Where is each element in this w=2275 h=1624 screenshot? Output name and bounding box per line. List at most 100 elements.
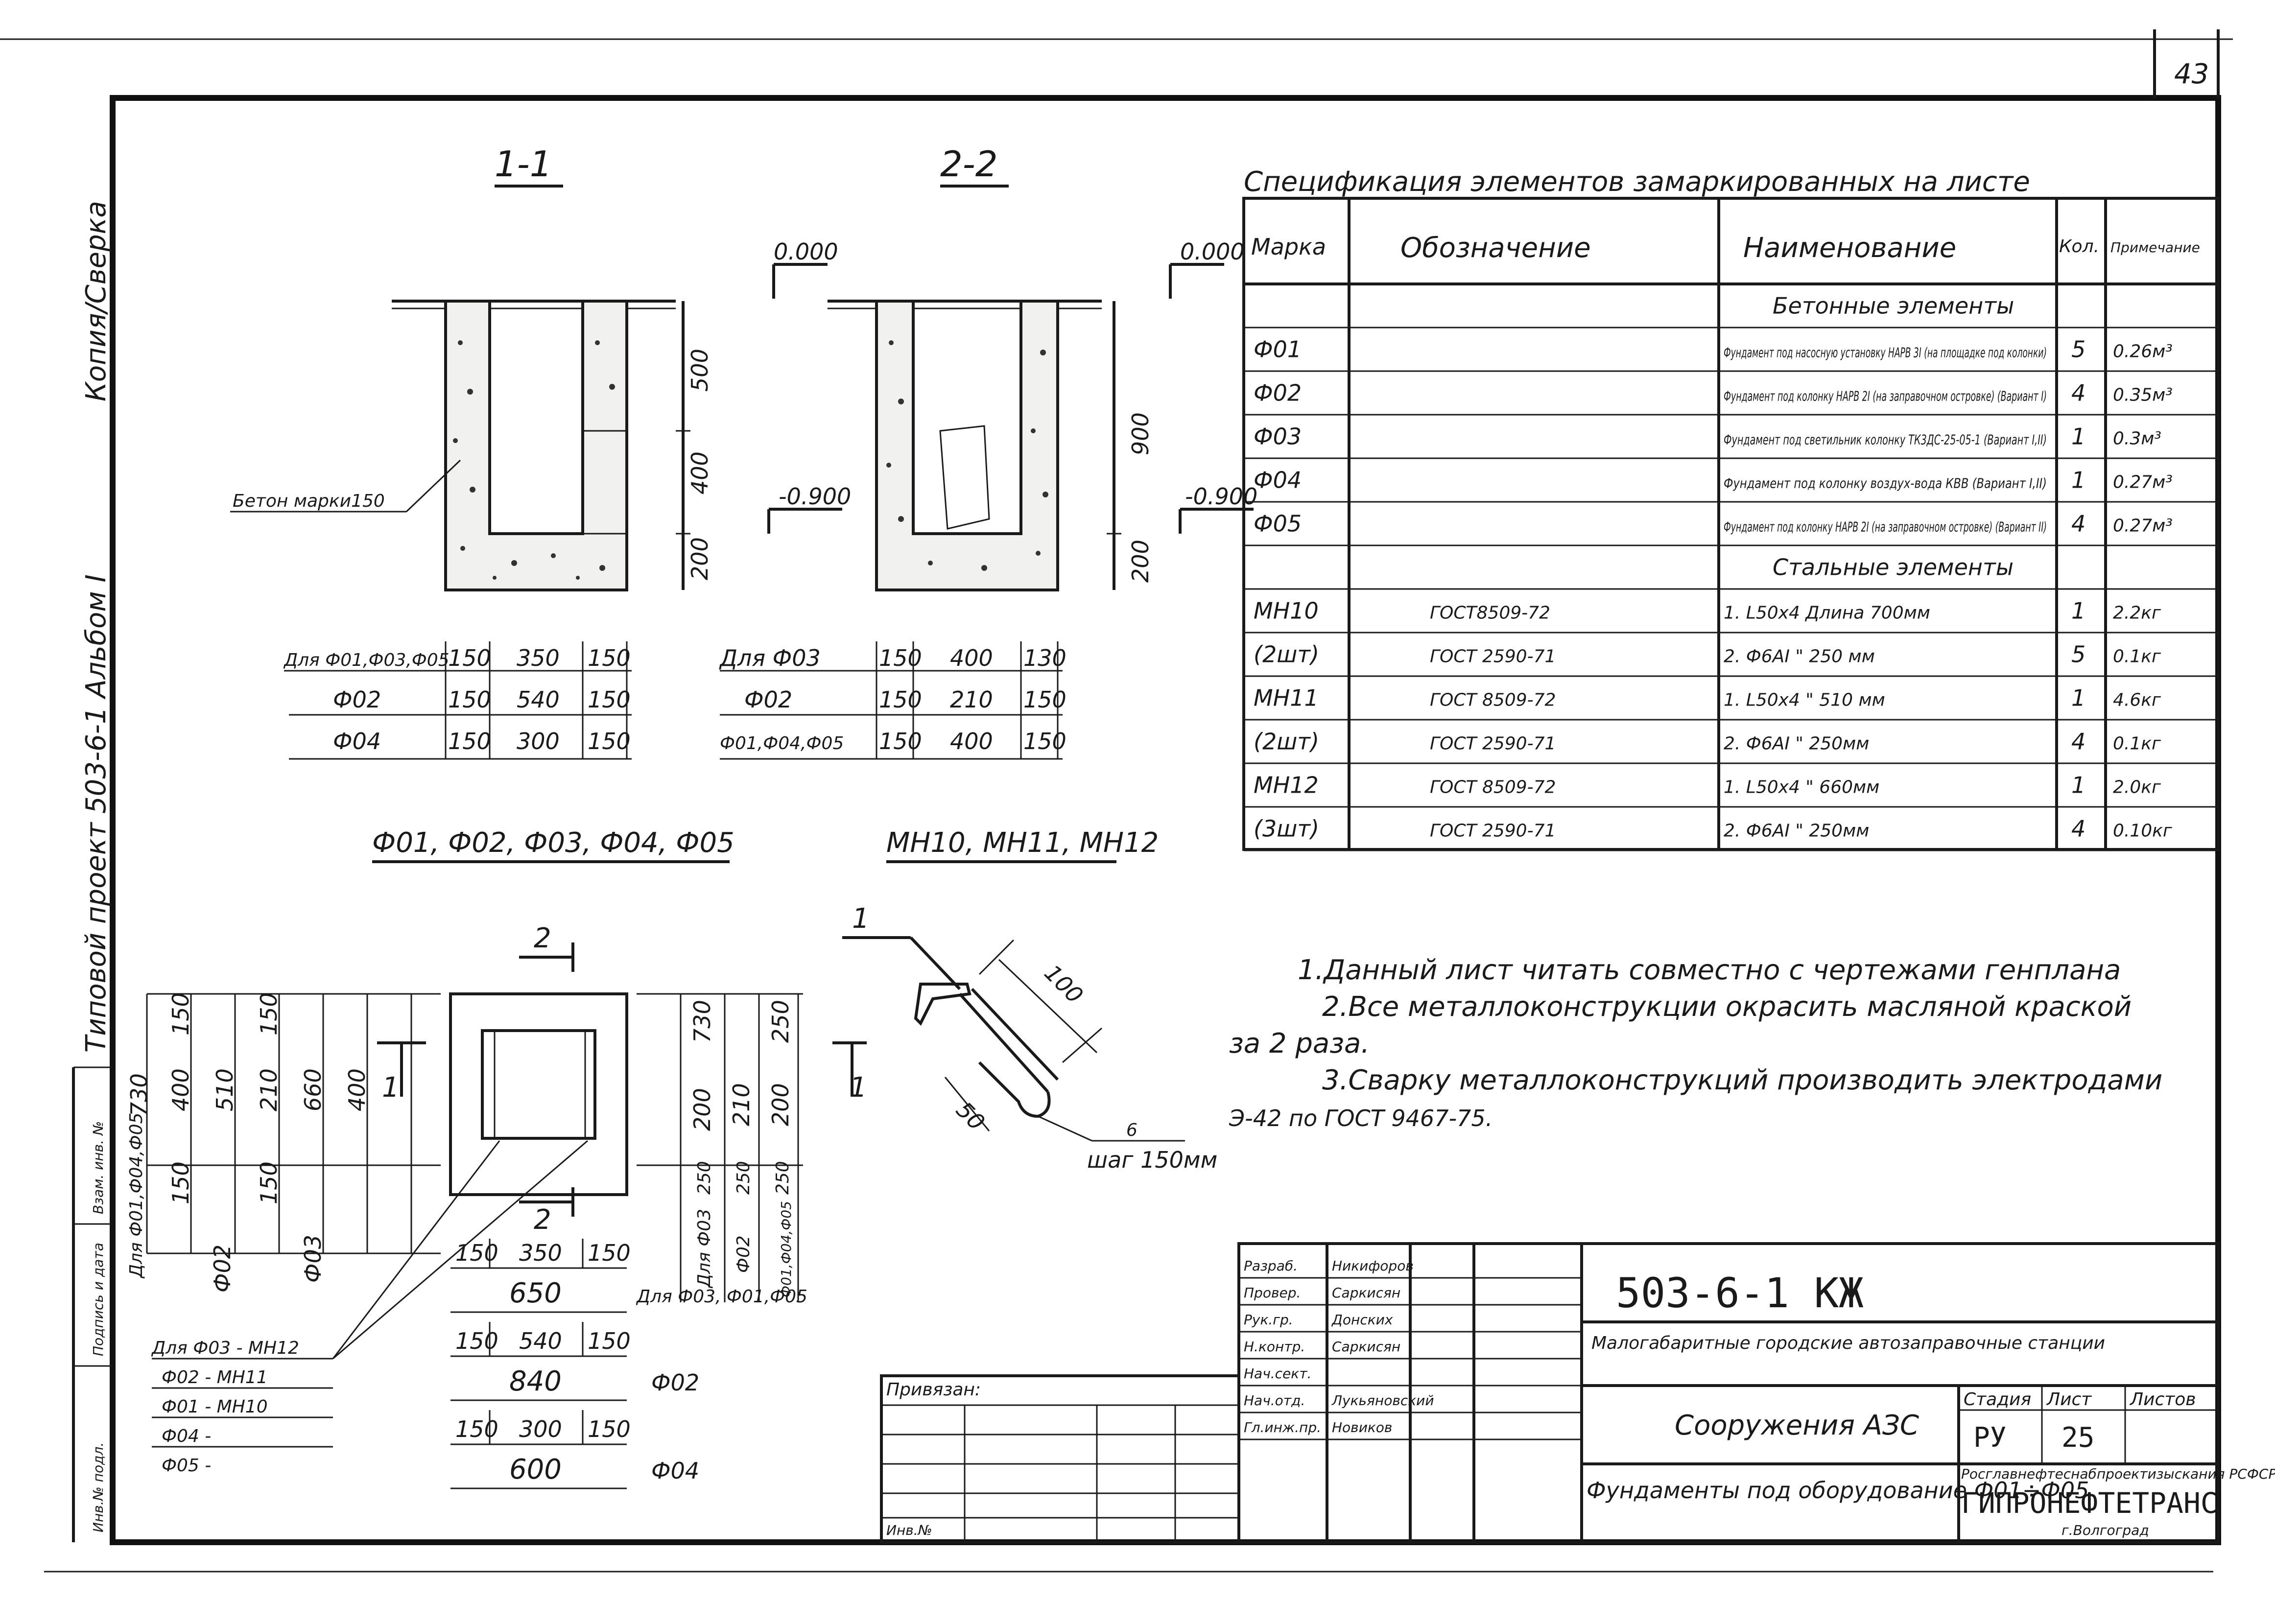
spec-qty-cell: 1 <box>2071 424 2085 450</box>
detail-dim-50: 50 <box>951 1097 990 1136</box>
s1-level-bottom: -0.900 <box>779 483 851 510</box>
spec-hdr-mark: Марка <box>1251 234 1326 260</box>
dt1-r3-label: Ф04 <box>333 728 381 754</box>
pl-b-r1-total: 650 <box>509 1277 562 1309</box>
note-2b: за 2 раза. <box>1229 1028 1370 1059</box>
plan-cut-2-bottom: 2 <box>534 1204 551 1236</box>
org-name: ГИПРОНЕФТЕТРАНС <box>1961 1486 2218 1520</box>
detail-dim-100: 100 <box>1039 960 1088 1009</box>
spec-hdr-qty: Кол. <box>2059 236 2099 257</box>
pl-left-400b: 400 <box>344 1068 370 1111</box>
spec-note-cell: 0.1кг <box>2113 647 2161 667</box>
building-name: Сооружения АЗС <box>1675 1410 1919 1441</box>
spec-name-cell: 1. L50x4 " 660мм <box>1724 777 1879 798</box>
pl-b-r3-c: 150 <box>588 1416 631 1442</box>
spec-name-cell: Стальные элементы <box>1773 554 2014 581</box>
stamp-person: Новиков <box>1332 1419 1392 1436</box>
sheet-header: Лист <box>2046 1389 2092 1410</box>
dt1-r1-label: Для Ф01,Ф03,Ф05 <box>283 650 450 670</box>
project-name: Малогабаритные городские автозаправочные… <box>1591 1333 2105 1353</box>
dt2-r2-c: 150 <box>1023 686 1066 713</box>
dt2-r2-b: 210 <box>950 686 993 713</box>
legend-4: Ф04 - <box>162 1426 211 1446</box>
pl-right-200: 200 <box>689 1088 715 1131</box>
spec-hdr-doc: Обозначение <box>1400 232 1591 264</box>
spec-doc-cell: ГОСТ 2590-71 <box>1430 647 1556 667</box>
plan-cut-1-left: 1 <box>382 1072 400 1104</box>
stamp-person: Донских <box>1331 1312 1393 1328</box>
stamp-role: Разраб. <box>1244 1258 1298 1274</box>
dt2-r3-label: Ф01,Ф04,Ф05 <box>720 733 844 753</box>
strip-box-3: Взам. инв. № <box>90 1121 106 1214</box>
copy-label: Копия/Сверка <box>80 201 112 401</box>
dt1-r1-c: 150 <box>588 645 631 671</box>
spec-qty-cell: 1 <box>2071 598 2085 624</box>
pl-b-r2-label: Ф02 <box>651 1369 699 1396</box>
plan-cut-2-top: 2 <box>534 922 551 954</box>
pl-right-210: 210 <box>728 1083 755 1126</box>
spec-doc-cell: ГОСТ 8509-72 <box>1430 777 1556 798</box>
dt2-r1-a: 150 <box>879 645 922 671</box>
stage-header: Стадия <box>1964 1389 2031 1410</box>
spec-qty-cell: 4 <box>2071 816 2085 842</box>
pl-right-label-3: Ф01,Ф04,Ф05 <box>778 1201 794 1297</box>
pl-right-730: 730 <box>689 1000 715 1043</box>
spec-note-cell: 0.35м³ <box>2113 385 2173 405</box>
spec-title: Спецификация элементов замаркированных н… <box>1244 166 2030 198</box>
spec-mark-cell: МН10 <box>1254 598 1319 624</box>
stamp-role: Гл.инж.пр. <box>1244 1419 1321 1436</box>
note-3: 3.Сварку металлоконструкций производить … <box>1322 1064 2162 1096</box>
s1-dim-500: 500 <box>687 349 713 392</box>
spec-name-cell: Фундамент под колонку воздух-вода КВВ (В… <box>1724 475 2047 492</box>
note-3b: Э-42 по ГОСТ 9467-75. <box>1229 1105 1493 1131</box>
spec-note-cell: 4.6кг <box>2113 690 2161 710</box>
pl-right-250c: 250 <box>773 1161 793 1195</box>
pl-left-510: 510 <box>212 1068 238 1111</box>
pl-left-150d: 150 <box>256 1161 282 1204</box>
dt2-r2-label: Ф02 <box>744 686 792 713</box>
section-1-1: 1-1 500 400 200 0.000 -0.900 Бетон марки… <box>230 143 851 591</box>
pl-right-250b: 250 <box>734 1161 754 1195</box>
strip-box-2: Подпись и дата <box>90 1243 106 1356</box>
spec-table: Спецификация элементов замаркированных н… <box>1242 166 2220 851</box>
concrete-label: Бетон марки150 <box>233 491 385 511</box>
pl-right-label-2: Ф02 <box>734 1235 754 1273</box>
pl-left-label-1: Для Ф01,Ф04,Ф05 <box>126 1112 146 1279</box>
pl-b-r2-a: 150 <box>455 1328 498 1354</box>
spec-name-cell: 2. Ф6АI " 250 мм <box>1724 647 1875 667</box>
page-number: 43 <box>2174 58 2209 90</box>
spec-qty-cell: 1 <box>2071 467 2085 494</box>
org-top: Росглавнефтеснабпроектизыскания РСФСР <box>1961 1466 2275 1482</box>
note-2: 2.Все металлоконструкции окрасить маслян… <box>1322 991 2132 1023</box>
sheet-title: Фундаменты под оборудование Ф01÷Ф05 <box>1587 1477 2089 1504</box>
spec-name-cell: Фундамент под насосную установку НАРВ 3I… <box>1724 345 2047 361</box>
sheet-value: 25 <box>2062 1422 2094 1454</box>
stamp-person: Никифоров <box>1332 1258 1414 1274</box>
org-city: г.Волгоград <box>2062 1522 2149 1538</box>
dt2-caption: МН10, МН11, МН12 <box>886 827 1159 859</box>
s2-dim-200: 200 <box>1127 540 1154 583</box>
pl-left-150a: 150 <box>167 992 194 1036</box>
pl-right-label-1: Для Ф03 <box>694 1209 714 1289</box>
spec-name-cell: 1. L50x4 Длина 700мм <box>1724 603 1930 623</box>
pl-b-r1-a: 150 <box>455 1240 498 1266</box>
spec-qty-cell: 1 <box>2071 685 2085 711</box>
legend-3: Ф01 - МН10 <box>162 1397 268 1417</box>
stamp-person: Лукьяновский <box>1331 1392 1434 1409</box>
spec-mark-cell: (3шт) <box>1254 816 1319 842</box>
spec-mark-cell: Ф04 <box>1254 467 1302 494</box>
spec-name-cell: Бетонные элементы <box>1773 293 2014 319</box>
dt2-r1-label: Для Ф03 <box>719 645 821 671</box>
dt2-r1-b: 400 <box>950 645 993 671</box>
spec-doc-cell: ГОСТ 8509-72 <box>1430 690 1556 710</box>
spec-name-cell: 2. Ф6АI " 250мм <box>1724 734 1869 754</box>
dt1-r3-b: 300 <box>517 728 560 754</box>
spec-qty-cell: 1 <box>2071 772 2085 799</box>
plan-view: 2 1 1 2 730 400 510 210 660 400 150 150 <box>126 922 867 1489</box>
spec-doc-cell: ГОСТ8509-72 <box>1430 603 1550 623</box>
left-strip: Копия/Сверка Типовой проект 503-6-1 Альб… <box>72 201 113 1542</box>
pl-right-200b: 200 <box>767 1083 794 1126</box>
dt1-caption: Ф01, Ф02, Ф03, Ф04, Ф05 <box>372 827 735 859</box>
